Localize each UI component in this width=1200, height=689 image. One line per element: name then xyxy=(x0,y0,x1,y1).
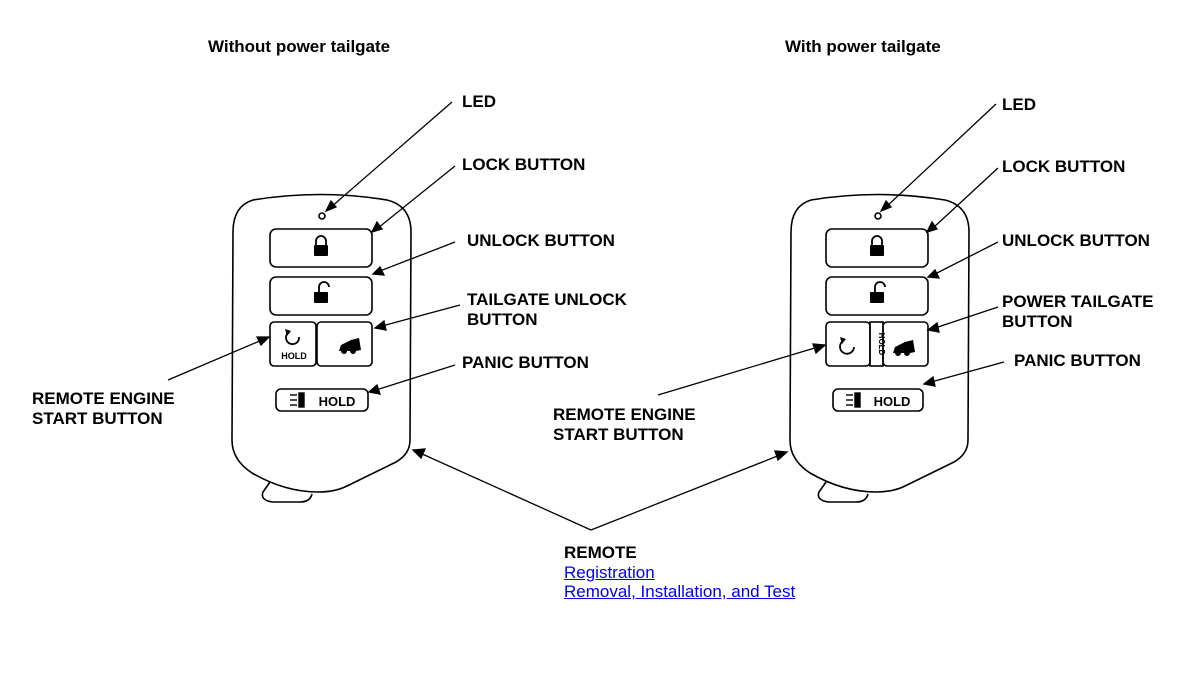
right-unlock-leader xyxy=(926,241,999,279)
remote-leader-left xyxy=(411,448,592,531)
left-led-label: LED xyxy=(462,92,496,111)
left-led-indicator xyxy=(318,212,326,220)
right-panic-leader xyxy=(922,361,1005,387)
right-led-indicator xyxy=(874,212,882,220)
right-lock-icon xyxy=(870,235,884,256)
left-tailgate-leader xyxy=(373,304,461,331)
right-panic-key[interactable] xyxy=(832,388,924,412)
right-vertical-hold-text: HOLD xyxy=(877,333,886,356)
right-fob-clip xyxy=(817,481,869,503)
right-power-tailgate-key[interactable] xyxy=(882,321,929,367)
left-engine-hold-text: HOLD xyxy=(281,351,307,361)
left-panic-leader xyxy=(367,364,456,395)
left-engine-label-line1: REMOTE ENGINE xyxy=(32,389,175,408)
left-diagram-title: Without power tailgate xyxy=(208,37,391,56)
left-tailgate-label-line1: TAILGATE UNLOCK xyxy=(467,290,627,309)
right-lock-label: LOCK BUTTON xyxy=(1002,157,1126,176)
left-engine-leader xyxy=(167,336,271,381)
removal-installation-test-link[interactable]: Removal, Installation, and Test xyxy=(564,582,796,601)
right-power-tailgate-label-line1: POWER TAILGATE xyxy=(1002,292,1154,311)
left-led-leader xyxy=(324,101,453,213)
right-panic-label: PANIC BUTTON xyxy=(1014,351,1141,370)
left-engine-start-icon xyxy=(285,329,300,346)
right-power-tailgate-label: POWER TAILGATE BUTTON xyxy=(1002,292,1153,332)
right-power-tailgate-icon xyxy=(893,340,915,356)
remote-label: REMOTE xyxy=(564,543,637,562)
right-engine-label-line1: REMOTE ENGINE xyxy=(553,405,696,424)
left-unlock-leader xyxy=(371,241,456,276)
left-fob xyxy=(231,193,412,503)
right-engine-start-icon xyxy=(839,337,855,355)
right-unlock-label: UNLOCK BUTTON xyxy=(1002,231,1150,250)
right-panic-hold-text: HOLD xyxy=(874,394,911,409)
left-engine-label-line2: START BUTTON xyxy=(32,409,163,428)
right-fob-body xyxy=(789,193,970,493)
right-engine-label-line2: START BUTTON xyxy=(553,425,684,444)
right-led-leader xyxy=(879,103,997,213)
right-engine-leader xyxy=(657,343,827,396)
left-unlock-label: UNLOCK BUTTON xyxy=(467,231,615,250)
left-lock-leader xyxy=(370,165,456,234)
remote-leader-right xyxy=(590,450,789,531)
right-engine-start-key[interactable] xyxy=(825,321,871,367)
left-tailgate-icon xyxy=(339,338,361,354)
right-panic-light-icon xyxy=(846,392,861,408)
left-panic-key[interactable] xyxy=(275,388,369,412)
right-led-label: LED xyxy=(1002,95,1036,114)
right-lock-leader xyxy=(925,167,999,234)
right-unlock-icon xyxy=(870,281,886,303)
right-diagram-title: With power tailgate xyxy=(785,37,941,56)
left-tailgate-key[interactable] xyxy=(316,321,373,367)
left-fob-clip xyxy=(261,481,313,503)
right-power-tailgate-label-line2: BUTTON xyxy=(1002,312,1073,331)
left-tailgate-label-line2: BUTTON xyxy=(467,310,538,329)
left-unlock-key[interactable] xyxy=(269,276,373,316)
right-fob xyxy=(789,193,970,503)
left-lock-label: LOCK BUTTON xyxy=(462,155,586,174)
registration-link[interactable]: Registration xyxy=(564,563,655,582)
left-lock-icon xyxy=(314,235,328,256)
left-lock-key[interactable] xyxy=(269,228,373,268)
left-fob-body xyxy=(231,193,412,493)
right-power-tailgate-leader xyxy=(926,306,999,333)
right-engine-label: REMOTE ENGINE START BUTTON xyxy=(553,405,696,445)
left-panic-label: PANIC BUTTON xyxy=(462,353,589,372)
left-panic-hold-text: HOLD xyxy=(319,394,356,409)
left-tailgate-label: TAILGATE UNLOCK BUTTON xyxy=(467,290,627,330)
left-engine-label: REMOTE ENGINE START BUTTON xyxy=(32,389,175,429)
right-unlock-key[interactable] xyxy=(825,276,929,316)
left-unlock-icon xyxy=(314,281,330,303)
left-panic-light-icon xyxy=(290,392,305,408)
right-lock-key[interactable] xyxy=(825,228,929,268)
left-engine-start-key[interactable] xyxy=(269,321,317,367)
